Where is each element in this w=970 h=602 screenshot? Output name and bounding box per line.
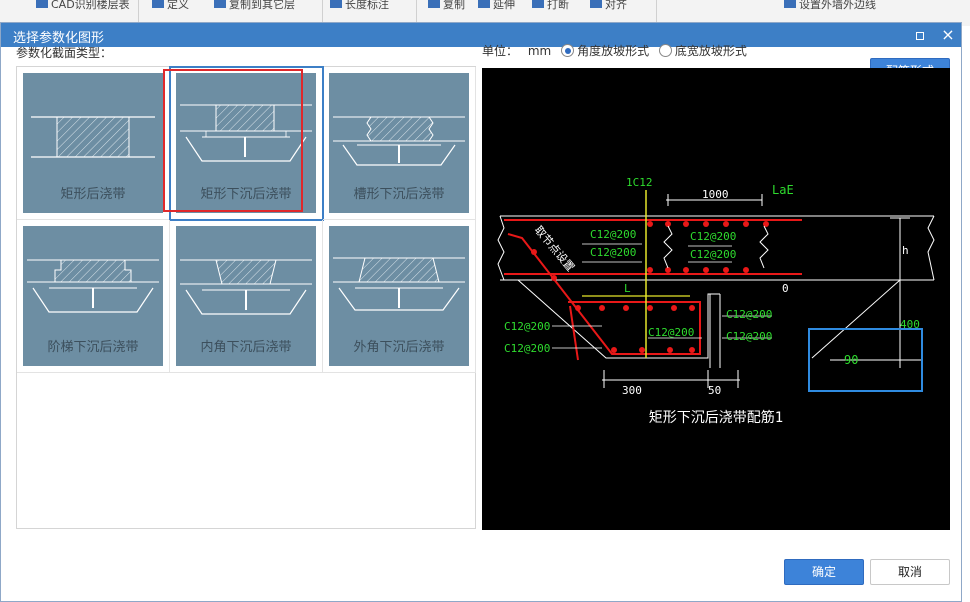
bg-toolbar-item[interactable]: 延伸	[478, 0, 515, 10]
label-l: L	[624, 282, 631, 295]
bg-separator	[656, 0, 657, 22]
type-label: 矩形下沉后浇带	[200, 187, 292, 202]
define-icon	[152, 0, 164, 8]
rect-post-pour-diagram	[31, 116, 155, 158]
label-1000: 1000	[702, 188, 729, 201]
align-icon	[590, 0, 602, 8]
type-thumbnail: 外角下沉后浇带	[329, 226, 469, 366]
preview-caption: 矩形下沉后浇带配筋1	[649, 409, 783, 426]
label-400: 400	[900, 318, 920, 331]
label-c12-200-f: C12@200	[504, 342, 550, 355]
bg-toolbar-item[interactable]: 对齐	[590, 0, 627, 10]
label-h: h	[902, 244, 909, 257]
unit-selector: 单位： mm 角度放坡形式 底宽放坡形式	[482, 42, 747, 60]
section-type-label: 参数化截面类型：	[16, 46, 113, 60]
close-button[interactable]: ×	[939, 26, 957, 44]
stepped-sunken-post-pour-diagram	[27, 259, 159, 313]
copy-icon	[428, 0, 440, 8]
background-toolbar: CAD识别楼层表 定义 复制到其它层 长度标注 复制 延伸 打断 对齐 设置外墙…	[0, 0, 970, 26]
dialog-title: 选择参数化图形	[13, 31, 105, 46]
trough-sunken-post-pour-diagram	[333, 116, 465, 166]
label-50: 50	[708, 384, 721, 397]
label-1c12: 1C12	[626, 176, 653, 189]
close-icon: ×	[941, 25, 955, 44]
bg-separator	[416, 0, 417, 22]
type-stepped-sunken-post-pour[interactable]: 阶梯下沉后浇带	[17, 220, 170, 373]
type-rect-post-pour[interactable]: 矩形后浇带	[17, 67, 170, 220]
type-thumbnail: 阶梯下沉后浇带	[23, 226, 163, 366]
type-trough-sunken-post-pour[interactable]: 槽形下沉后浇带	[323, 67, 476, 220]
outer-edge-icon	[784, 0, 796, 8]
rebar-diagram: 1C12 LaE C12@200 C12@200 C12@200 C12@200…	[497, 176, 935, 426]
label-anchor-node: 取节点设置	[532, 224, 577, 274]
type-label: 外角下沉后浇带	[353, 340, 445, 355]
ok-button[interactable]: 确定	[784, 559, 864, 585]
unit-value: mm	[527, 43, 552, 58]
label-c12-200-h: C12@200	[648, 326, 694, 339]
radio-angle-slope[interactable]	[561, 44, 575, 57]
type-thumbnail: 槽形下沉后浇带	[329, 73, 469, 213]
copy-layer-icon	[214, 0, 226, 8]
type-inner-angle-sunken-post-pour[interactable]: 内角下沉后浇带	[170, 220, 323, 373]
label-300: 300	[622, 384, 642, 397]
dimension-icon	[330, 0, 342, 8]
bg-toolbar-item[interactable]: 设置外墙外边线	[784, 0, 876, 10]
label-c12-200-i: C12@200	[726, 330, 772, 343]
cancel-button[interactable]: 取消	[870, 559, 950, 585]
radio-width-slope[interactable]	[658, 44, 672, 57]
label-lae: LaE	[772, 183, 794, 197]
bg-toolbar-item[interactable]: 长度标注	[330, 0, 389, 10]
label-c12-200-e: C12@200	[504, 320, 550, 333]
type-outer-angle-sunken-post-pour[interactable]: 外角下沉后浇带	[323, 220, 476, 373]
table-icon	[36, 0, 48, 8]
bg-separator	[322, 0, 323, 22]
label-c12-200-d: C12@200	[690, 248, 736, 261]
type-label: 槽形下沉后浇带	[353, 187, 445, 202]
maximize-icon	[916, 31, 924, 40]
bg-toolbar-item[interactable]: 复制到其它层	[214, 0, 295, 10]
label-c12-200-b: C12@200	[590, 246, 636, 259]
type-thumbnail: 内角下沉后浇带	[176, 226, 316, 366]
break-icon	[532, 0, 544, 8]
radio-angle-slope-label[interactable]: 角度放坡形式	[577, 44, 650, 58]
bg-toolbar-item[interactable]: 复制	[428, 0, 465, 10]
bg-toolbar-item[interactable]: CAD识别楼层表	[36, 0, 130, 10]
unit-label: 单位：	[482, 44, 519, 58]
bg-separator	[138, 0, 139, 22]
type-thumbnail: 矩形后浇带	[23, 73, 163, 213]
label-c12-200-a: C12@200	[590, 228, 636, 241]
radio-width-slope-label[interactable]: 底宽放坡形式	[674, 44, 747, 58]
section-type-grid: 矩形后浇带 矩形下沉后浇带	[16, 66, 476, 529]
label-c12-200-c: C12@200	[690, 230, 736, 243]
maximize-button[interactable]	[911, 26, 929, 44]
type-rect-sunken-post-pour[interactable]: 矩形下沉后浇带	[169, 66, 324, 221]
bg-toolbar-item[interactable]: 打断	[532, 0, 569, 10]
outer-angle-sunken-post-pour-diagram	[333, 257, 465, 311]
type-thumbnail: 矩形下沉后浇带	[176, 73, 316, 213]
label-c12-200-g: C12@200	[726, 308, 772, 321]
type-label: 矩形后浇带	[60, 187, 126, 202]
bg-toolbar-item[interactable]: 定义	[152, 0, 189, 10]
rect-sunken-post-pour-diagram	[180, 104, 312, 162]
label-90: 90	[844, 353, 858, 367]
inner-angle-sunken-post-pour-diagram	[180, 259, 312, 315]
type-label: 阶梯下沉后浇带	[47, 340, 139, 355]
type-label: 内角下沉后浇带	[200, 340, 292, 355]
rebar-preview: 1C12 LaE C12@200 C12@200 C12@200 C12@200…	[482, 68, 950, 530]
label-0: 0	[782, 282, 789, 295]
dialog-titlebar[interactable]: 选择参数化图形 ×	[1, 23, 961, 47]
extend-icon	[478, 0, 490, 8]
